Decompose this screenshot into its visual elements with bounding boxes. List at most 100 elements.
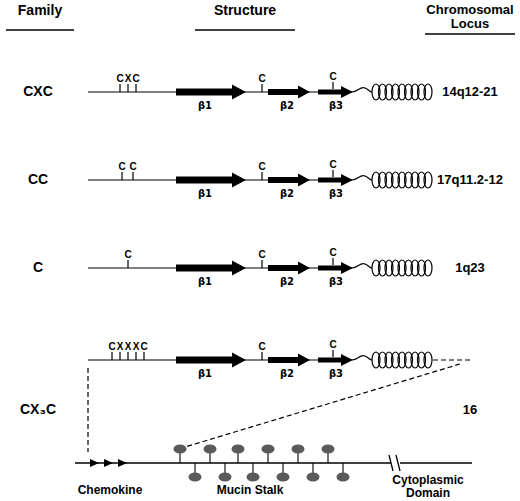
residue-letter: C xyxy=(329,247,336,258)
cysteine-tick xyxy=(121,172,122,180)
strand-label: β2 xyxy=(280,276,294,287)
chemokine-fold xyxy=(88,170,432,188)
cysteine-ticks xyxy=(112,84,144,360)
zoom-guide xyxy=(87,368,88,452)
glycan-ovals xyxy=(174,445,350,482)
family-name: CC xyxy=(28,172,48,187)
glycan-oval xyxy=(247,473,260,482)
residue-letter: C xyxy=(258,73,265,84)
residue-letter: C xyxy=(124,249,131,260)
glycan-stub xyxy=(194,463,195,474)
strand-label: β1 xyxy=(198,276,212,287)
header-underline xyxy=(425,33,515,34)
domain-label: Mucin Stalk xyxy=(217,484,284,497)
residue-letter: C xyxy=(258,249,265,260)
residue-letter: C xyxy=(329,71,336,82)
strand-label: β2 xyxy=(280,368,294,379)
zoom-guide xyxy=(175,364,460,450)
cysteine-tick xyxy=(143,352,144,360)
cysteine-tick xyxy=(135,352,136,360)
cysteine-tick xyxy=(132,172,133,180)
strand-label: β3 xyxy=(329,100,343,111)
glycan-stub xyxy=(327,452,328,463)
glycan-stub xyxy=(267,452,268,463)
chromosome-locus: 14q12-21 xyxy=(442,85,498,99)
glycan-oval xyxy=(292,445,305,454)
break-mark xyxy=(396,455,400,471)
cysteine-tick xyxy=(119,84,120,92)
glycan-oval xyxy=(322,445,335,454)
residue-letter: C xyxy=(140,341,147,352)
glycan-stub xyxy=(237,452,238,463)
domain-label: Chemokine xyxy=(78,484,143,497)
glycan-oval xyxy=(307,473,320,482)
cysteine-tick xyxy=(135,84,136,92)
residue-letter: C xyxy=(132,73,139,84)
residue-letter: X xyxy=(133,341,140,352)
residue-letter: C xyxy=(108,341,115,352)
chromosome-locus: 16 xyxy=(463,403,477,417)
chromosome-locus: 1q23 xyxy=(455,261,485,275)
glycan-oval xyxy=(219,473,232,482)
header-underline xyxy=(195,29,295,30)
glycan-stub xyxy=(224,463,225,474)
glycan-oval xyxy=(189,473,202,482)
glycan-oval xyxy=(174,445,187,454)
column-header: Chromosomal Locus xyxy=(422,3,518,32)
dashed-extension xyxy=(433,359,470,360)
residue-letter: X xyxy=(117,341,124,352)
arrowhead xyxy=(104,459,113,467)
cysteine-tick xyxy=(119,352,120,360)
residue-letter: C xyxy=(258,341,265,352)
column-header: Structure xyxy=(214,3,276,18)
strand-label: β2 xyxy=(280,100,294,111)
residue-letter: C xyxy=(258,161,265,172)
strand-label: β3 xyxy=(329,188,343,199)
strand-label: β1 xyxy=(198,368,212,379)
residue-letter: C xyxy=(116,73,123,84)
strand-label: β1 xyxy=(198,100,212,111)
strand-label: β3 xyxy=(329,368,343,379)
cysteine-tick xyxy=(127,84,128,92)
family-name: CX₃C xyxy=(20,402,56,417)
residue-letter: X xyxy=(125,73,132,84)
mucin-stalks xyxy=(180,452,343,474)
residue-letter: C xyxy=(129,161,136,172)
glycan-stub xyxy=(342,463,343,474)
glycan-oval xyxy=(337,473,350,482)
glycan-stub xyxy=(179,452,180,463)
glycan-oval xyxy=(232,445,245,454)
chemokine-fold xyxy=(88,350,432,368)
residue-letter: C xyxy=(329,339,336,350)
strand-label: β2 xyxy=(280,188,294,199)
residue-letter: C xyxy=(118,161,125,172)
header-underline xyxy=(6,29,74,30)
glycan-oval xyxy=(204,445,217,454)
column-header: Family xyxy=(18,3,62,18)
strand-label: β3 xyxy=(329,276,343,287)
protein-backbone xyxy=(75,462,472,463)
chromosome-locus: 17q11.2-12 xyxy=(437,173,503,187)
strand-label: β1 xyxy=(198,188,212,199)
glycan-stub xyxy=(282,463,283,474)
cysteine-tick xyxy=(127,260,128,268)
arrowhead xyxy=(118,459,127,467)
glycan-oval xyxy=(277,473,290,482)
chemokine-fold xyxy=(88,82,432,100)
family-name: C xyxy=(33,260,43,275)
break-mark xyxy=(389,455,393,471)
family-name: CXC xyxy=(23,84,53,99)
cysteine-tick xyxy=(111,352,112,360)
glycan-stub xyxy=(312,463,313,474)
arrowhead xyxy=(90,459,99,467)
domain-label: Cytoplasmic Domain xyxy=(383,474,473,500)
chemokine-arrows xyxy=(90,459,127,467)
cysteine-tick xyxy=(127,352,128,360)
glycan-stub xyxy=(209,452,210,463)
glycan-oval xyxy=(262,445,275,454)
residue-letter: C xyxy=(329,159,336,170)
glycan-stub xyxy=(297,452,298,463)
residue-letter: X xyxy=(125,341,132,352)
